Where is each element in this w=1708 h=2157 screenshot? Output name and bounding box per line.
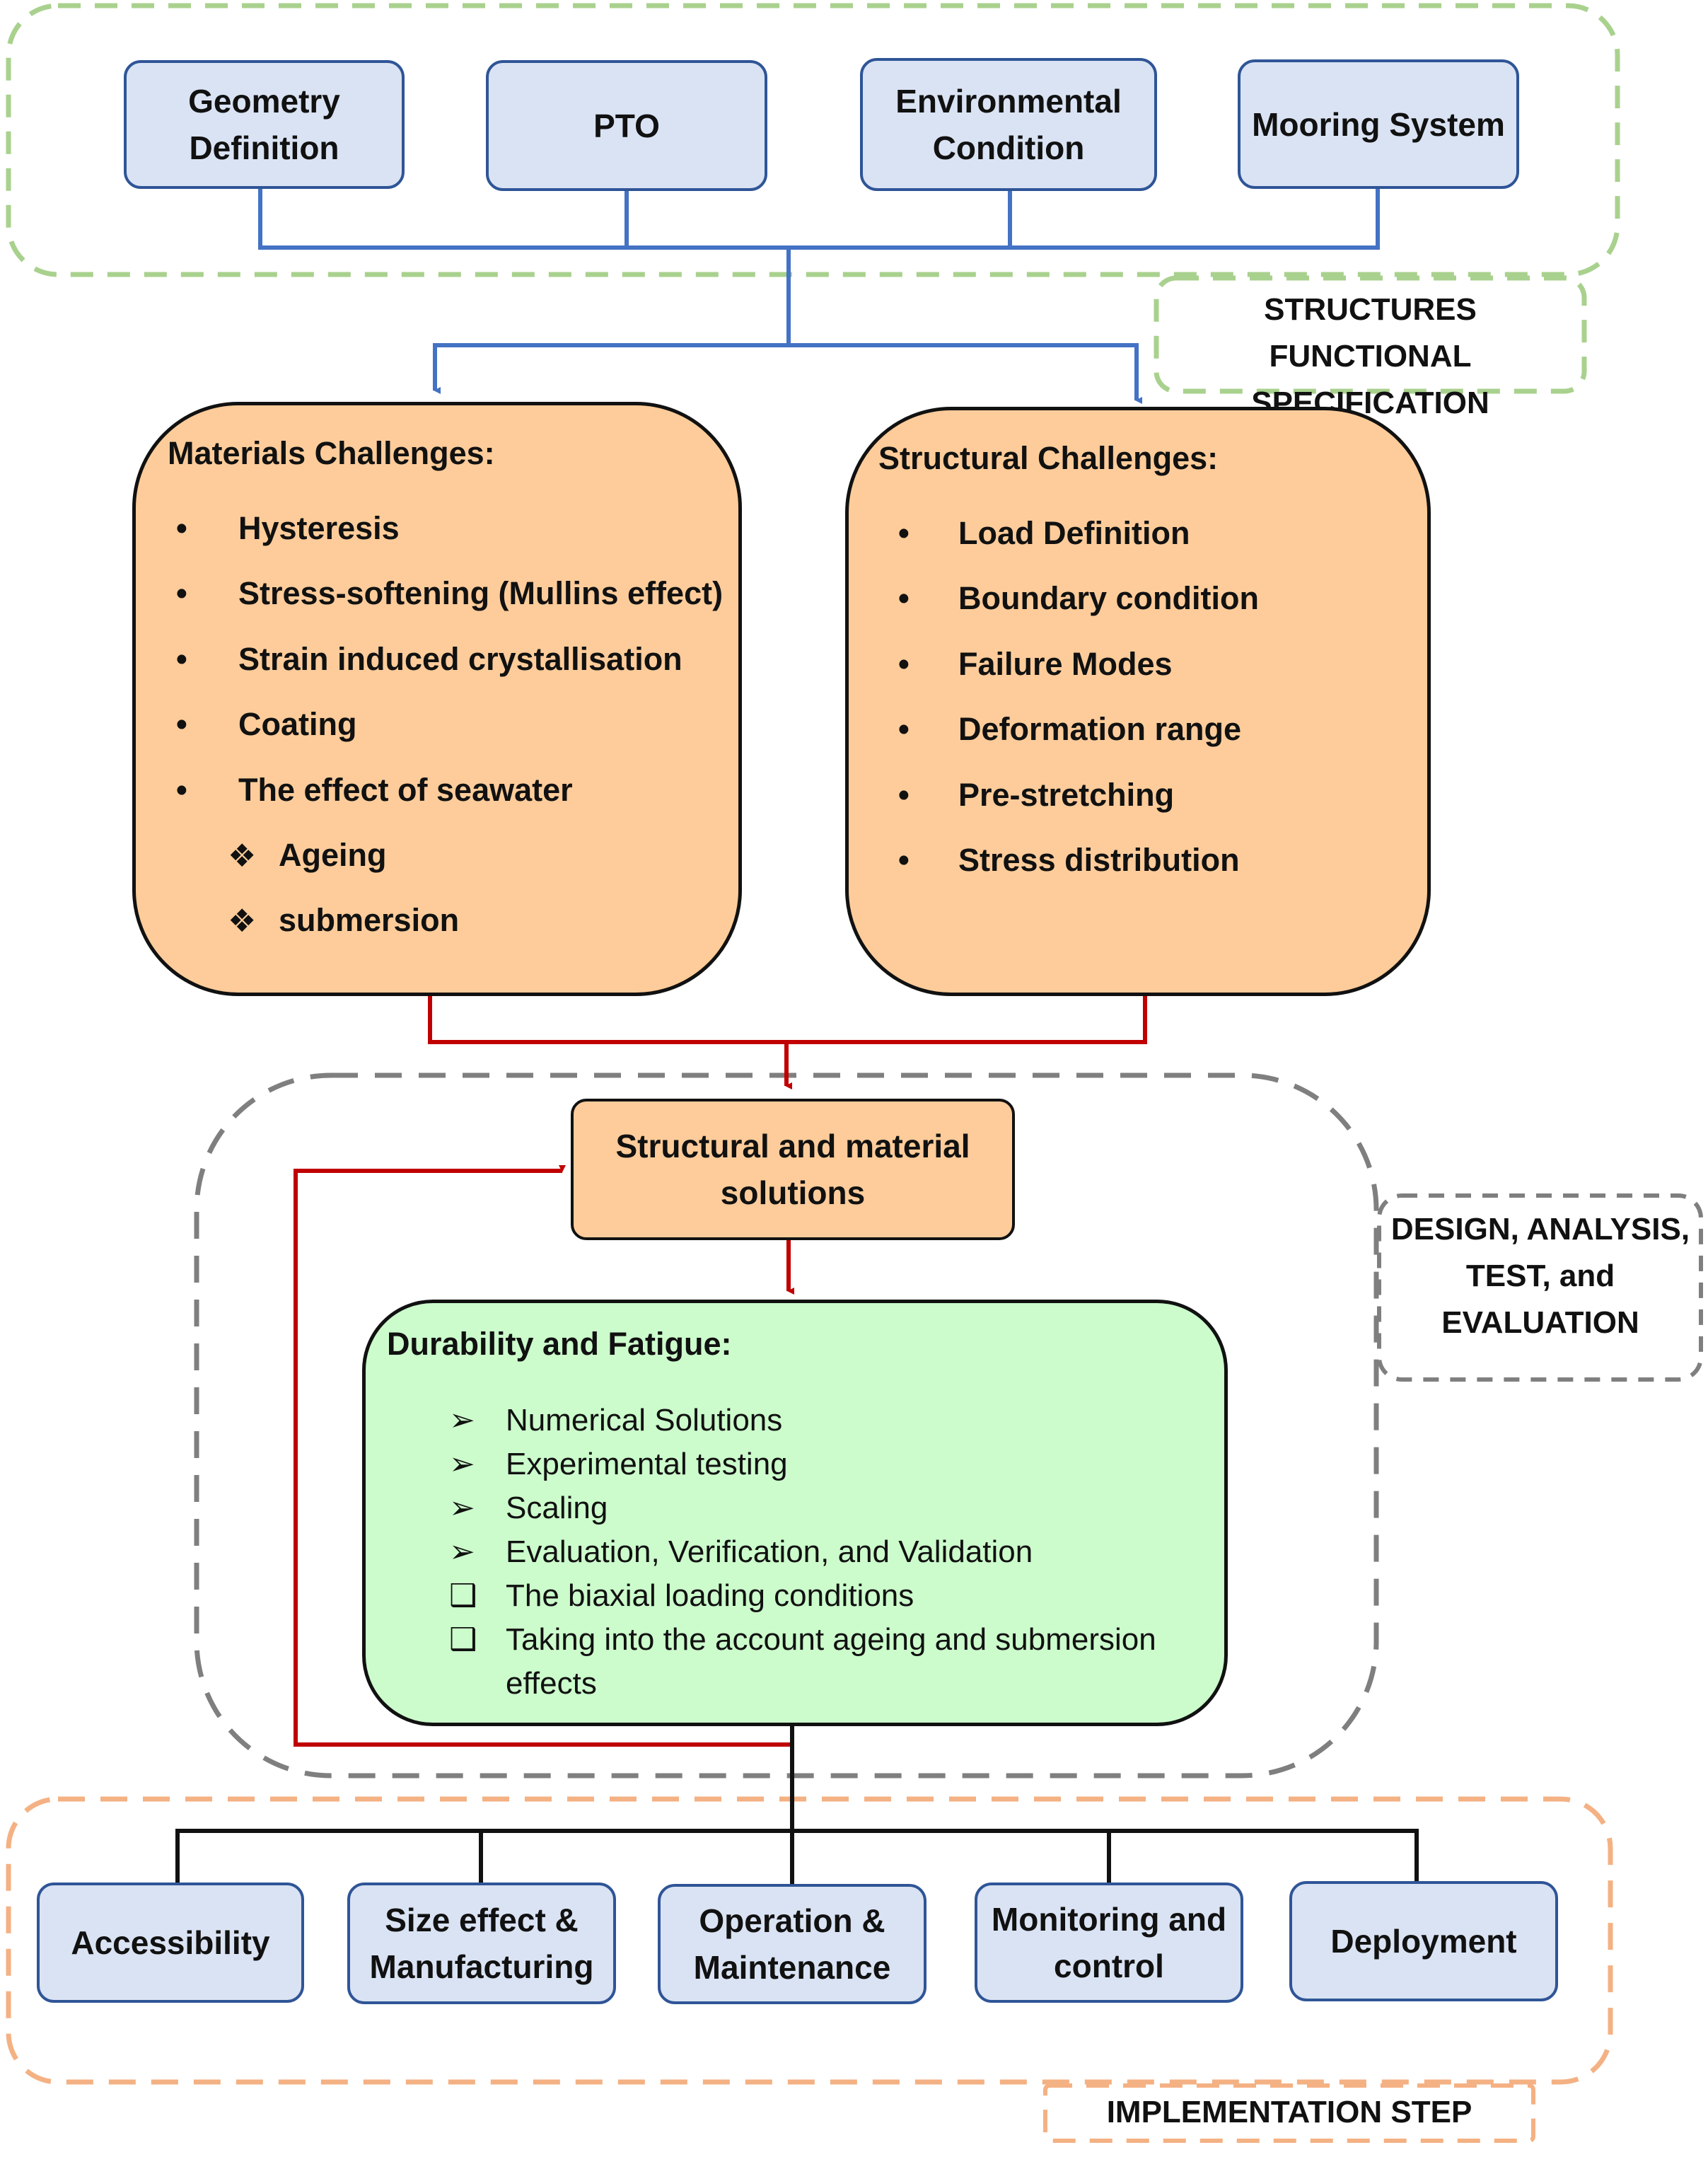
bullet-icon: • (898, 515, 910, 551)
implementation-group-outline (6, 1796, 1613, 2085)
bullet-icon: • (176, 641, 187, 677)
operation-maintenance-label: Operation & Maintenance (693, 1902, 891, 1986)
diamond-bullet-icon: ❖ (228, 838, 257, 874)
geometry-definition-label: Geometry Definition (188, 83, 340, 166)
environmental-condition-box: Environmental Condition (860, 58, 1157, 191)
bullet-icon: • (176, 575, 187, 611)
monitoring-control-label: Monitoring and control (991, 1901, 1227, 1984)
input-connector-lines (258, 187, 1380, 404)
materials-challenges-title: Materials Challenges: (168, 435, 495, 471)
solutions-label: Structural and material solutions (615, 1128, 970, 1211)
accessibility-box: Accessibility (37, 1883, 304, 2003)
spec-label-outline (1154, 275, 1587, 394)
pto-label: PTO (593, 107, 660, 144)
bullet-icon: • (176, 706, 187, 742)
bullet-icon: • (176, 510, 187, 546)
bullet-icon: • (898, 777, 910, 813)
bullet-icon: • (898, 580, 910, 616)
operation-maintenance-box: Operation & Maintenance (658, 1884, 926, 2004)
structural-challenges-title: Structural Challenges: (878, 440, 1219, 476)
environmental-condition-label: Environmental Condition (895, 83, 1122, 166)
arrow-bullet-icon: ➢ (449, 1534, 475, 1569)
bullet-icon: • (898, 646, 910, 682)
spec-group-label: STRUCTURES FUNCTIONAL SPECIFICATION (1251, 292, 1489, 420)
durability-fatigue-panel: Durability and Fatigue: ➢ Numerical Solu… (362, 1300, 1228, 1726)
structural-challenges-panel: Structural Challenges: • Load Definition… (845, 407, 1431, 996)
design-label-outline (1377, 1193, 1703, 1382)
monitoring-control-box: Monitoring and control (975, 1883, 1243, 2003)
spec-group-outline (6, 3, 1620, 277)
deployment-label: Deployment (1330, 1923, 1517, 1960)
mooring-system-label: Mooring System (1252, 105, 1505, 143)
accessibility-label: Accessibility (71, 1924, 270, 1961)
checkbox-bullet-icon: ❑ (449, 1578, 477, 1613)
arrow-bullet-icon: ➢ (449, 1447, 475, 1481)
mooring-system-box: Mooring System (1238, 59, 1519, 189)
geometry-definition-box: Geometry Definition (124, 60, 405, 189)
solutions-box: Structural and material solutions (571, 1099, 1015, 1240)
size-effect-manufacturing-label: Size effect & Manufacturing (369, 1902, 594, 1985)
materials-challenges-panel: Materials Challenges: • Hysteresis • Str… (132, 402, 742, 996)
arrow-bullet-icon: ➢ (449, 1403, 475, 1438)
durability-fatigue-title: Durability and Fatigue: (387, 1326, 732, 1362)
implementation-group-label: IMPLEMENTATION STEP (1106, 2095, 1472, 2129)
diamond-bullet-icon: ❖ (228, 903, 257, 939)
bullet-icon: • (898, 711, 910, 747)
bullet-icon: • (176, 772, 187, 808)
arrow-bullet-icon: ➢ (449, 1491, 475, 1525)
checkbox-bullet-icon: ❑ (449, 1622, 477, 1657)
implementation-label-outline (1043, 2083, 1535, 2143)
output-connector-lines (175, 1726, 1419, 1886)
design-group-label: DESIGN, ANALYSIS, TEST, and EVALUATION (1390, 1212, 1690, 1340)
bullet-icon: • (898, 842, 910, 878)
deployment-box: Deployment (1289, 1881, 1558, 2001)
pto-box: PTO (486, 60, 767, 191)
solution-connector-lines (294, 994, 1147, 1747)
size-effect-manufacturing-box: Size effect & Manufacturing (347, 1883, 616, 2004)
